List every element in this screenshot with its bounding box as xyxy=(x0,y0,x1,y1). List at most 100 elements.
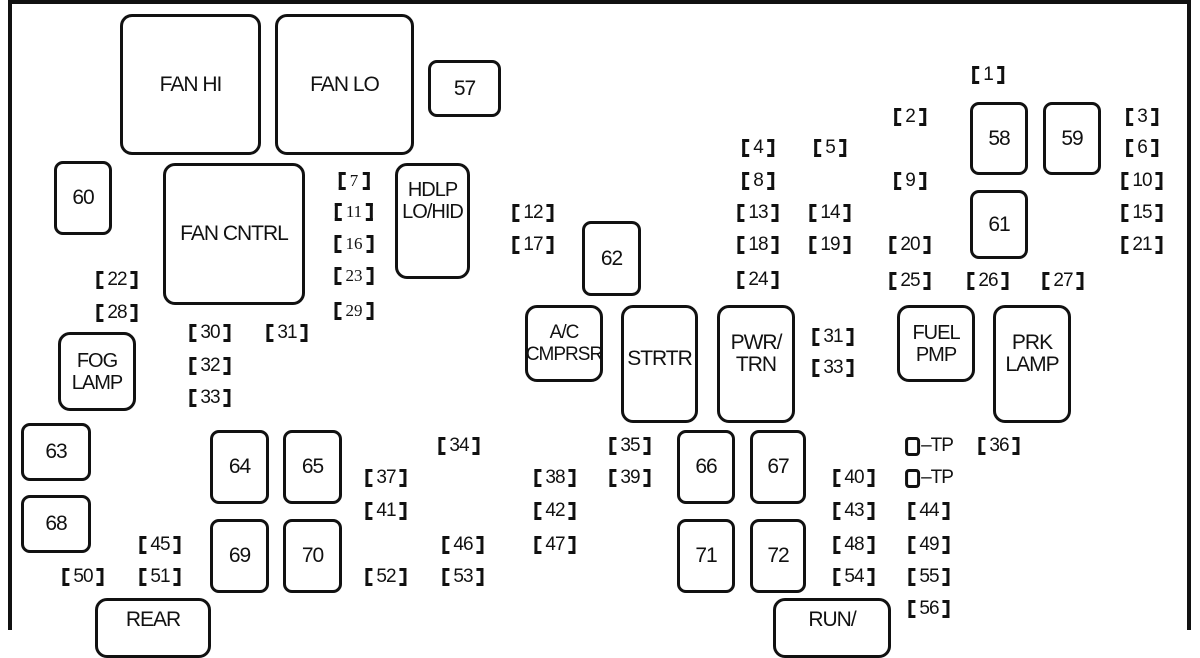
relay-60[interactable]: 60 xyxy=(54,161,112,235)
fuse-slot[interactable]: 39 xyxy=(609,467,651,489)
fuse-slot[interactable]: 48 xyxy=(833,534,875,556)
fuse-slot[interactable]: 1 xyxy=(972,64,1004,86)
fuse-slot[interactable]: 31 xyxy=(812,326,854,348)
fuse-slot[interactable]: 50 xyxy=(62,566,104,588)
relay-72[interactable]: 72 xyxy=(750,519,806,593)
fuse-number: 55 xyxy=(919,566,939,587)
fuse-slot[interactable]: 3 xyxy=(1126,106,1158,128)
fuse-number: 13 xyxy=(748,202,768,223)
fuse-slot[interactable]: 44 xyxy=(908,500,950,522)
relay-62[interactable]: 62 xyxy=(582,221,641,296)
fuse-slot[interactable]: 51 xyxy=(139,566,181,588)
fuse-slot[interactable]: 4 xyxy=(742,137,774,159)
fuse-slot[interactable]: 12 xyxy=(512,202,554,224)
fuse-slot[interactable]: 17 xyxy=(512,234,554,256)
relay-59[interactable]: 59 xyxy=(1043,102,1101,175)
fuse-slot[interactable]: 49 xyxy=(908,534,950,556)
relay-69[interactable]: 69 xyxy=(210,519,269,593)
fuse-slot[interactable]: 33 xyxy=(189,387,231,409)
relay-70[interactable]: 70 xyxy=(283,519,342,593)
relay-fan-hi[interactable]: FAN HI xyxy=(120,14,261,155)
fuse-slot[interactable]: 11 xyxy=(334,201,374,223)
fuse-slot[interactable]: 15 xyxy=(1121,202,1163,224)
relay-fuel-pmp[interactable]: FUEL PMP xyxy=(897,305,975,382)
fuse-slot[interactable]: 8 xyxy=(742,170,774,192)
fuse-slot[interactable]: 21 xyxy=(1121,234,1163,256)
fuse-slot[interactable]: 14 xyxy=(809,202,851,224)
fuse-slot[interactable]: 10 xyxy=(1121,170,1163,192)
relay-run[interactable]: RUN/ xyxy=(773,598,891,658)
relay-fog-lamp[interactable]: FOG LAMP xyxy=(58,332,136,411)
fuse-slot[interactable]: 34 xyxy=(438,435,480,457)
relay-61[interactable]: 61 xyxy=(970,190,1028,259)
fuse-slot[interactable]: 33 xyxy=(812,357,854,379)
fuse-slot[interactable]: 43 xyxy=(833,500,875,522)
fuse-slot[interactable]: 19 xyxy=(809,234,851,256)
fuse-number: 25 xyxy=(900,270,920,291)
bracket-left-icon xyxy=(1121,236,1129,254)
fuse-slot[interactable]: 32 xyxy=(189,355,231,377)
fuse-slot[interactable]: 16 xyxy=(334,233,374,255)
relay-64[interactable]: 64 xyxy=(210,430,269,504)
fuse-slot[interactable]: 42 xyxy=(534,500,576,522)
relay-66[interactable]: 66 xyxy=(677,430,735,504)
fuse-slot[interactable]: 20 xyxy=(889,234,931,256)
fuse-slot[interactable]: 22 xyxy=(96,269,138,291)
test-point[interactable]: –TP xyxy=(905,435,954,457)
fuse-slot[interactable]: 55 xyxy=(908,566,950,588)
relay-hdlp-lo-hid[interactable]: HDLP LO/HID xyxy=(395,163,470,279)
relay-65[interactable]: 65 xyxy=(283,430,342,504)
relay-label: 63 xyxy=(45,440,67,463)
fuse-slot[interactable]: 18 xyxy=(737,234,779,256)
relay-58[interactable]: 58 xyxy=(970,102,1028,175)
fuse-slot[interactable]: 40 xyxy=(833,467,875,489)
fuse-slot[interactable]: 24 xyxy=(737,269,779,291)
relay-rear[interactable]: REAR xyxy=(95,598,211,658)
bracket-right-icon xyxy=(867,469,875,487)
fuse-slot[interactable]: 37 xyxy=(365,467,407,489)
relay-label: 66 xyxy=(695,455,717,478)
fuse-number: 22 xyxy=(107,269,127,290)
fuse-slot[interactable]: 27 xyxy=(1042,270,1084,292)
fuse-slot[interactable]: 46 xyxy=(442,534,484,556)
bracket-right-icon xyxy=(568,469,576,487)
relay-fan-cntrl[interactable]: FAN CNTRL xyxy=(163,163,305,305)
relay-fan-lo[interactable]: FAN LO xyxy=(275,14,414,155)
fuse-slot[interactable]: 5 xyxy=(814,137,846,159)
fuse-slot[interactable]: 13 xyxy=(737,202,779,224)
fuse-slot[interactable]: 7 xyxy=(338,170,370,192)
fuse-slot[interactable]: 23 xyxy=(334,265,374,287)
fuse-slot[interactable]: 38 xyxy=(534,467,576,489)
fuse-slot[interactable]: 29 xyxy=(334,300,374,322)
bracket-right-icon xyxy=(1001,272,1009,290)
relay-71[interactable]: 71 xyxy=(677,519,735,593)
fuse-slot[interactable]: 9 xyxy=(894,170,926,192)
fuse-slot[interactable]: 56 xyxy=(908,598,950,620)
relay-68[interactable]: 68 xyxy=(21,495,91,553)
relay-strtr[interactable]: STRTR xyxy=(621,305,698,423)
fuse-slot[interactable]: 52 xyxy=(365,566,407,588)
relay-prk-lamp[interactable]: PRK LAMP xyxy=(993,305,1071,423)
fuse-slot[interactable]: 35 xyxy=(609,435,651,457)
fuse-slot[interactable]: 28 xyxy=(96,302,138,324)
test-point[interactable]: –TP xyxy=(905,467,954,489)
fuse-slot[interactable]: 30 xyxy=(189,322,231,344)
relay-ac-cmprsr[interactable]: A/C CMPRSR xyxy=(525,305,603,382)
relay-63[interactable]: 63 xyxy=(21,423,91,481)
fuse-slot[interactable]: 41 xyxy=(365,500,407,522)
fuse-slot[interactable]: 36 xyxy=(978,435,1020,457)
fuse-slot[interactable]: 54 xyxy=(833,566,875,588)
fuse-slot[interactable]: 26 xyxy=(967,270,1009,292)
fuse-slot[interactable]: 53 xyxy=(442,566,484,588)
fuse-slot[interactable]: 31 xyxy=(266,322,308,344)
fuse-slot[interactable]: 2 xyxy=(894,106,926,128)
relay-67[interactable]: 67 xyxy=(750,430,806,504)
bracket-right-icon xyxy=(476,536,484,554)
fuse-slot[interactable]: 25 xyxy=(889,270,931,292)
relay-label: PWR/ TRN xyxy=(730,331,783,376)
relay-57[interactable]: 57 xyxy=(428,60,501,117)
relay-pwr-trn[interactable]: PWR/ TRN xyxy=(717,305,795,423)
fuse-slot[interactable]: 47 xyxy=(534,534,576,556)
fuse-slot[interactable]: 6 xyxy=(1126,137,1158,159)
fuse-slot[interactable]: 45 xyxy=(139,534,181,556)
